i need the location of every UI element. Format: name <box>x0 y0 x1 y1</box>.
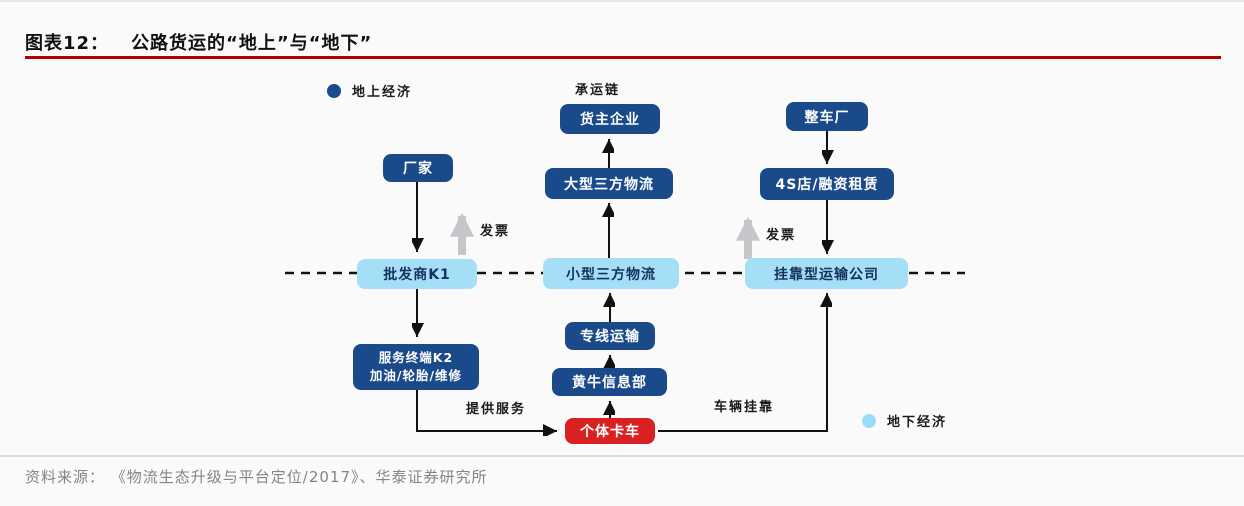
node-vehicle-factory: 整车厂 <box>786 102 868 131</box>
legend-under-ground: 地下经济 <box>862 411 947 430</box>
legend-above-ground-label: 地上经济 <box>352 85 413 100</box>
node-dedicated-line: 专线运输 <box>565 322 655 350</box>
node-scalper-info: 黄牛信息部 <box>552 368 667 396</box>
service-terminal-line2: 加油/轮胎/维修 <box>369 368 463 383</box>
figure-title: 公路货运的“地上”与“地下” <box>131 33 373 54</box>
vehicle-affiliation-label: 车辆挂靠 <box>714 400 775 415</box>
invoice-label-right: 发票 <box>766 228 797 243</box>
top-hairline <box>0 0 1244 2</box>
source-note: 资料来源： 《物流生态升级与平台定位/2017》、华泰证券研究所 <box>25 468 488 486</box>
service-terminal-line1: 服务终端K2 <box>378 349 454 365</box>
carrier-chain-label: 承运链 <box>575 83 621 98</box>
under-ground-dot-icon <box>862 413 876 428</box>
footer-divider <box>0 455 1244 457</box>
above-ground-dot-icon <box>327 83 341 98</box>
header-red-rule <box>25 56 1221 59</box>
node-large-3pl: 大型三方物流 <box>545 168 673 199</box>
node-4s-store: 4S店/融资租赁 <box>760 168 894 200</box>
node-shipper: 货主企业 <box>560 104 660 134</box>
node-small-3pl: 小型三方物流 <box>543 258 679 289</box>
figure-header: 图表12： 公路货运的“地上”与“地下” <box>25 29 372 55</box>
arrow-truck-to-affiliated <box>658 293 827 432</box>
node-service-terminal: 服务终端K2 加油/轮胎/维修 <box>353 344 479 390</box>
legend-under-ground-label: 地下经济 <box>887 415 948 430</box>
legend-above-ground: 地上经济 <box>327 81 412 100</box>
figure-number: 图表12： <box>25 33 110 54</box>
node-wholesaler-k1: 批发商K1 <box>357 259 477 289</box>
node-individual-truck: 个体卡车 <box>565 418 655 444</box>
arrow-service-terminal-to-truck <box>416 390 557 431</box>
node-factory: 厂家 <box>383 154 453 182</box>
provide-service-label: 提供服务 <box>466 402 527 417</box>
node-affiliated-transport: 挂靠型运输公司 <box>745 258 908 289</box>
invoice-label-left: 发票 <box>480 224 511 239</box>
